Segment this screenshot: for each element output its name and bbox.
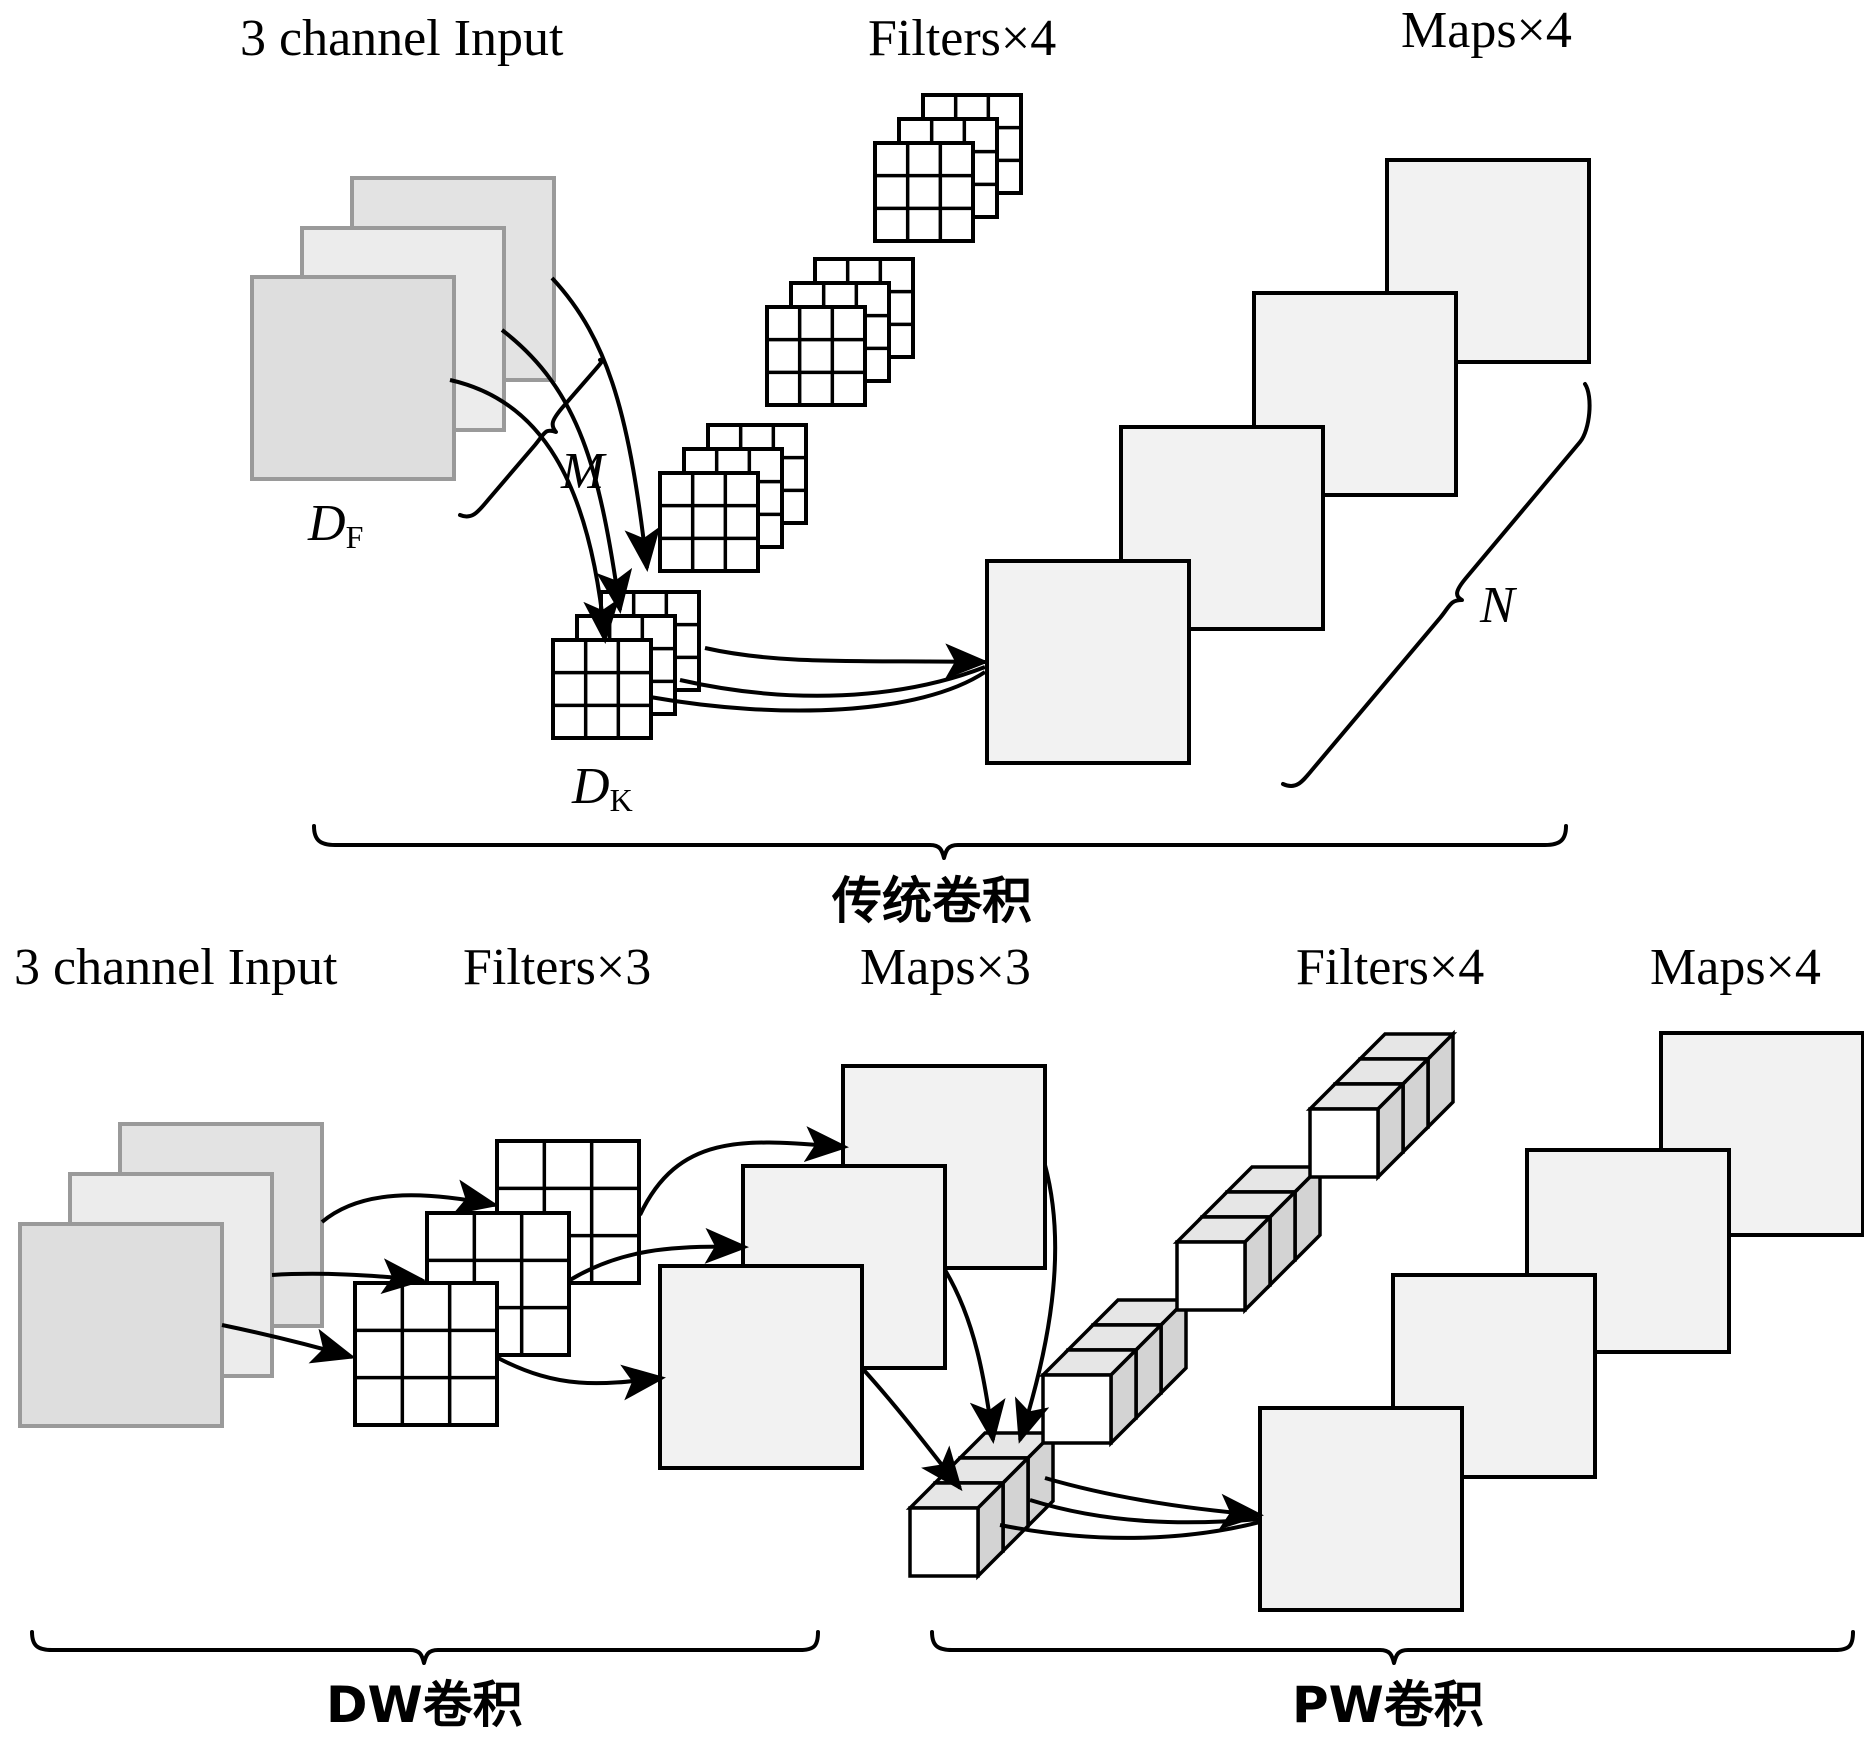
pw-filter-3-cube-1-front (1175, 1240, 1247, 1312)
arrow-input-ch3 (550, 276, 661, 572)
n-brace (1281, 382, 1592, 789)
pw-filter-4 (1305, 1029, 1458, 1182)
top-filter-1 (551, 590, 701, 740)
dw-caption: DW卷积 (326, 1676, 523, 1734)
top-filter-4-kernel-1-frame (873, 141, 975, 243)
top-filter-2 (658, 423, 808, 573)
arrow-filter-to-map-a (704, 643, 989, 680)
pw-filter-4-cube-1-front (1308, 1107, 1380, 1179)
arrow-map3-to-pw (1014, 1164, 1058, 1444)
top-filter-4-kernel-1 (873, 141, 975, 243)
arrow-map1-to-pw (860, 1366, 963, 1492)
arrow-input-ch2 (500, 328, 633, 614)
dw-filter-1 (353, 1281, 499, 1427)
top-maps-label: Maps×4 (1401, 2, 1572, 59)
pw-filter-2-cube-1 (1038, 1345, 1141, 1448)
top-section-brace (312, 824, 1568, 860)
bottom-input-label: 3 channel Input (14, 939, 338, 996)
pw-filter-3-cube-1 (1172, 1212, 1275, 1315)
arrow-pw-to-map-b (1029, 1498, 1261, 1525)
top-filters-group (551, 93, 1023, 740)
top-filter-3-kernel-1-frame (765, 305, 867, 407)
top-filter-3-kernel-1 (765, 305, 867, 407)
top-caption: 传统卷积 (831, 872, 1032, 930)
df-label-main: D (307, 495, 346, 552)
dw-map-1 (658, 1264, 864, 1470)
pw-caption: PW卷积 (1292, 1676, 1484, 1734)
arrow-pw-to-map-a (1044, 1476, 1264, 1530)
top-output-arrows (649, 643, 989, 713)
dw-filters-group (353, 1139, 641, 1427)
bottom-maps3-label: Maps×3 (860, 939, 1031, 996)
output-map-1 (985, 559, 1191, 765)
top-input-arrows (449, 276, 661, 644)
arrow-dwf1-to-map1 (497, 1356, 666, 1401)
bottom-maps4-label: Maps×4 (1650, 939, 1821, 996)
dw-filter-1-frame (353, 1281, 499, 1427)
dw-map-arrows (497, 1126, 849, 1401)
dw-input-arrows (221, 1179, 499, 1364)
pw-filter-2-cube-1-front (1041, 1373, 1113, 1445)
dk-label-main: D (571, 758, 610, 815)
arrow-dw-ch2 (271, 1258, 426, 1295)
bottom-filters3-label: Filters×3 (463, 939, 651, 996)
n-label: N (1479, 577, 1518, 634)
pw-filter-1-cube-1-front (908, 1506, 980, 1578)
bottom-input-channel-1 (18, 1222, 224, 1428)
top-traditional-convolution: 3 channel Input Filters×4 Maps×4 DF DK M… (240, 2, 1592, 930)
arrow-pw-to-map-c (999, 1520, 1261, 1540)
arrow-dwf3-to-map3 (638, 1126, 849, 1216)
top-filter-2-kernel-1-frame (658, 471, 760, 573)
df-label: DF (307, 495, 363, 555)
dw-output-maps (658, 1064, 1047, 1470)
arrow-dwf2-to-map2 (568, 1227, 749, 1282)
bottom-filters4-label: Filters×4 (1296, 939, 1484, 996)
top-filter-1-kernel-1-frame (551, 638, 653, 740)
pw-section-brace (930, 1630, 1855, 1665)
pw-filters-group (905, 1029, 1458, 1581)
pw-filter-4-cube-1 (1305, 1079, 1408, 1182)
top-output-maps (985, 158, 1591, 765)
top-filter-3 (765, 257, 915, 407)
dk-label: DK (571, 758, 633, 818)
df-label-sub: F (346, 519, 364, 555)
top-filter-1-kernel-1 (551, 638, 653, 740)
arrow-filter-to-map-c (649, 670, 987, 713)
arrow-filter-to-map-b (679, 665, 986, 698)
input-channel-1 (250, 275, 456, 481)
top-input-label: 3 channel Input (240, 10, 564, 67)
m-brace (458, 357, 605, 519)
arrow-map2-to-pw (943, 1268, 1006, 1444)
pw-filter-3 (1172, 1162, 1325, 1315)
dk-label-sub: K (610, 782, 633, 818)
bottom-depthwise-separable: 3 channel Input Filters×3 Maps×3 Filters… (14, 939, 1864, 1734)
arrow-dw-ch1 (221, 1323, 356, 1364)
pw-input-arrows (860, 1164, 1058, 1492)
m-label: M (560, 443, 607, 500)
top-input-stack (250, 176, 556, 481)
arrow-dw-ch3 (320, 1179, 499, 1224)
pw-filter-2 (1038, 1295, 1191, 1448)
pw-filter-1-cube-1 (905, 1478, 1008, 1581)
top-filter-2-kernel-1 (658, 471, 760, 573)
pw-output-arrows (999, 1476, 1264, 1540)
top-filter-4 (873, 93, 1023, 243)
bottom-input-stack (18, 1122, 324, 1428)
pw-output-maps (1258, 1031, 1864, 1612)
top-filters-label: Filters×4 (868, 10, 1056, 67)
pw-map-1 (1258, 1406, 1464, 1612)
dw-section-brace (30, 1630, 820, 1665)
